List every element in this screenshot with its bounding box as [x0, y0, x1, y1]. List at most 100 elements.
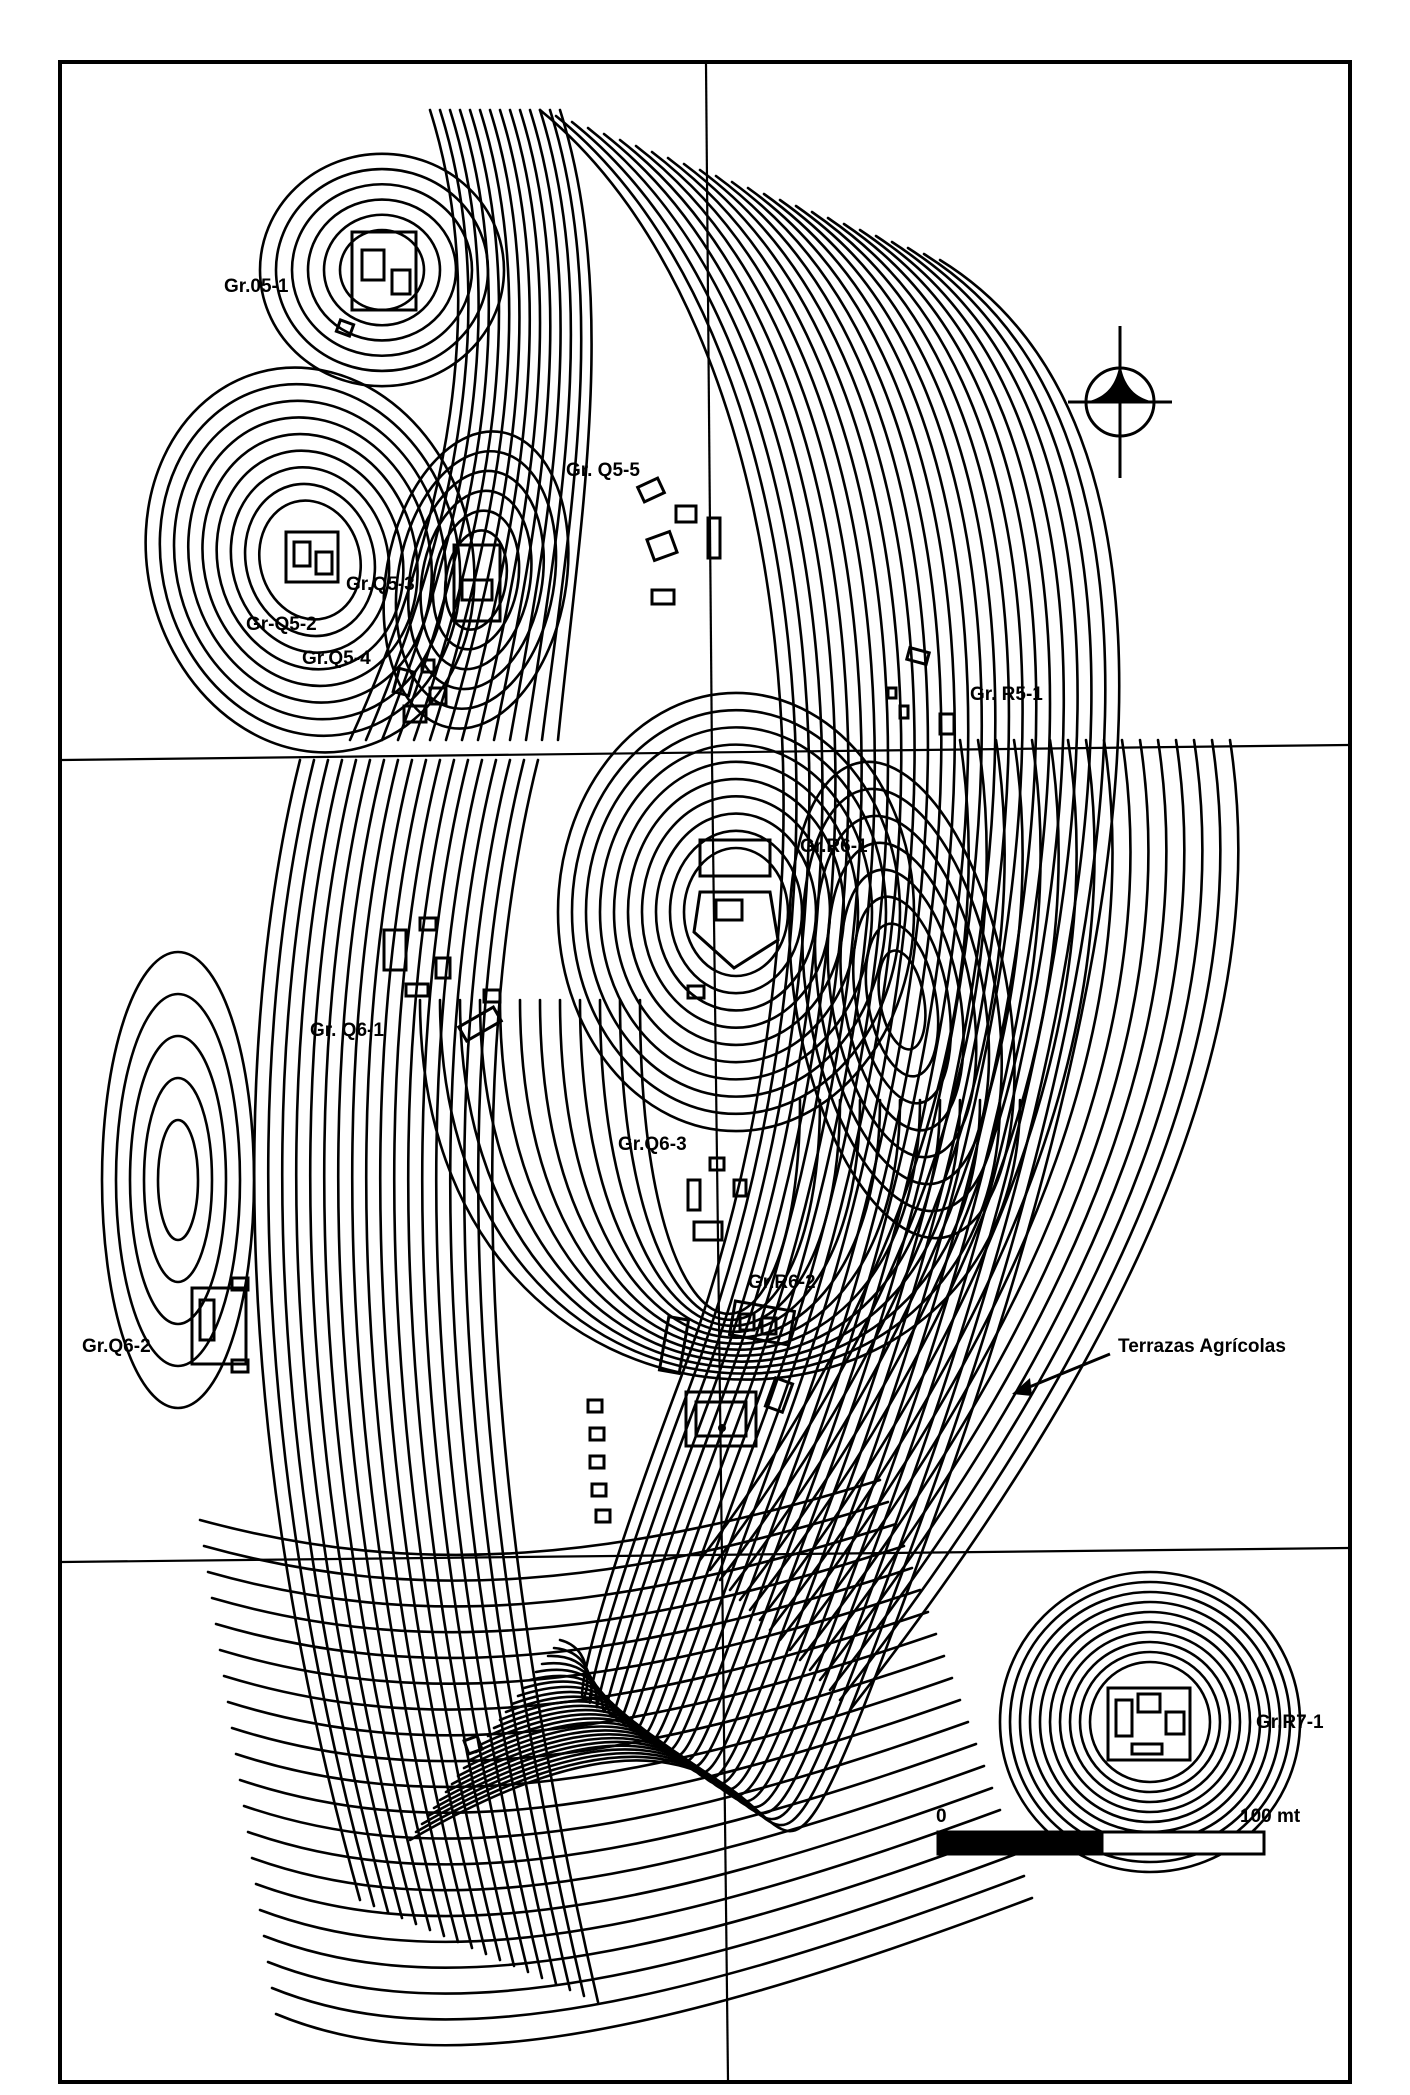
contour-south-fan-11 [242, 1720, 970, 1840]
contour-terrace-band-13 [828, 738, 1204, 1692]
structure-gr-05-1 [334, 230, 418, 338]
contour-north-slope-9 [492, 108, 552, 742]
label-gr-q5-2: Gr-Q5-2 [246, 614, 317, 635]
contour-south-fan-16 [262, 1830, 1010, 1969]
contour-west-slope-10 [392, 758, 502, 1962]
scale-bar-end-label: 100 mt [1240, 1806, 1301, 1827]
contour-05-1-ring-1 [322, 213, 442, 327]
contour-q5-2-ring-4 [201, 432, 419, 688]
contour-terrace-band-8 [778, 738, 1114, 1642]
structure-gr-q6-1 [382, 916, 504, 1043]
scale-bar-start-label: 0 [936, 1806, 947, 1827]
contour-north-slope-8 [476, 108, 542, 742]
label-terrazas-agricolas: Terrazas Agrícolas [1118, 1336, 1286, 1357]
contour-terrace-band-6 [758, 738, 1078, 1622]
contour-west-slope-11 [406, 758, 516, 1968]
contour-east-slope-1 [552, 114, 798, 1704]
contour-west-slope-15 [462, 758, 572, 1992]
grid-line-vertical-middle [710, 759, 724, 1561]
contour-south-fan-4 [214, 1566, 914, 1660]
contour-central-u-1 [618, 998, 822, 1321]
contour-east-knoll-ring-5 [813, 814, 991, 1186]
contour-north-slope-4 [412, 108, 501, 742]
structures [190, 230, 1192, 1762]
contour-south-fan-10 [238, 1698, 962, 1815]
contour-south-fan-15 [258, 1808, 1002, 1944]
contour-terrace-band-14 [838, 738, 1222, 1702]
contour-q5-3-ring-2 [419, 489, 533, 671]
structure-gr-r7-1 [1106, 1686, 1192, 1762]
contour-west-slope-14 [448, 758, 558, 1986]
terraces-arrow [1012, 1352, 1111, 1396]
contour-north-slope-6 [444, 108, 521, 742]
structure-gr-q5-4 [391, 658, 448, 724]
contour-south-fan-1 [202, 1500, 890, 1582]
contour-central-u-3 [578, 998, 862, 1333]
label-gr-q5-3: Gr.Q5-3 [346, 574, 415, 595]
contour-south-fan-2 [206, 1522, 898, 1608]
contour-r6-1-ring-0 [682, 846, 790, 978]
contour-lines [100, 108, 1302, 2047]
structure-gr-q5-2 [284, 530, 340, 584]
contour-south-fan-9 [234, 1676, 954, 1789]
grid-line-vertical-upper [704, 63, 714, 761]
contour-north-slope-11 [524, 108, 573, 742]
contour-west-slope-17 [490, 758, 600, 2004]
contour-north-slope-2 [380, 108, 480, 742]
grid-line-vertical-lower [720, 1559, 730, 2081]
contour-terrace-band-2 [718, 738, 1006, 1582]
grid-line-horizontal-upper [61, 743, 1349, 762]
contour-north-slope-1 [364, 108, 470, 742]
contour-south-fan-19 [274, 1896, 1034, 2047]
contour-north-slope-7 [460, 108, 532, 742]
contour-north-slope-10 [508, 108, 562, 742]
label-gr-q5-4: Gr.Q5-4 [302, 648, 371, 669]
north-arrow-icon [1068, 326, 1172, 478]
contour-east-knoll-ring-0 [877, 949, 927, 1051]
contour-central-u-6 [518, 998, 922, 1351]
contour-central-u-4 [558, 998, 882, 1339]
contour-north-slope-12 [540, 108, 583, 742]
structure-gr-r5-1 [886, 645, 956, 736]
contour-q5-3-ring-4 [394, 449, 558, 711]
contour-q5-2-ring-0 [257, 499, 363, 621]
structure-terraces [586, 1398, 612, 1524]
contour-terrace-band-0 [698, 738, 970, 1562]
contour-q5-3-ring-3 [406, 469, 546, 691]
contour-r6-1-ring-8 [570, 708, 902, 1116]
contour-05-1-ring-0 [338, 228, 426, 312]
contour-east-slope-19 [444, 222, 1038, 1797]
contour-r7-1-ring-3 [1058, 1630, 1242, 1814]
contour-south-fan-12 [246, 1742, 978, 1866]
contour-west-slope-0 [252, 758, 362, 1902]
contour-terrace-band-10 [798, 738, 1150, 1662]
structure-gr-r6-2 [657, 1299, 797, 1448]
label-gr-q6-3: Gr.Q6-3 [618, 1134, 687, 1155]
contour-r6-1-ring-6 [598, 743, 874, 1081]
contour-q5-2-ring-1 [243, 482, 377, 638]
contour-south-fan-14 [254, 1786, 994, 1918]
contour-south-fan-0 [198, 1478, 882, 1557]
contour-east-slope-17 [456, 210, 1011, 1786]
contour-terrace-band-11 [808, 738, 1168, 1672]
contour-north-slope-13 [556, 108, 593, 742]
scale-bar-white-segment [1100, 1830, 1266, 1856]
contour-r7-1-ring-9 [998, 1570, 1302, 1874]
structure-gr-q5-5 [635, 476, 722, 606]
contour-west-slope-4 [308, 758, 418, 1926]
contour-05-1-ring-5 [258, 152, 506, 388]
contour-central-u-7 [498, 998, 942, 1357]
contour-west-slope-5 [322, 758, 432, 1932]
contour-central-u-11 [418, 998, 1022, 1381]
contour-q5-2-ring-8 [144, 366, 476, 754]
contour-west-slope-9 [378, 758, 488, 1956]
contour-north-slope-3 [396, 108, 491, 742]
contour-terrace-band-4 [738, 738, 1042, 1602]
contour-south-fan-18 [270, 1874, 1026, 2021]
label-gr-r5-1: Gr. R5-1 [970, 684, 1043, 705]
contour-r6-1-ring-5 [612, 760, 860, 1064]
contour-terrace-band-3 [728, 738, 1024, 1592]
contour-west-slope-3 [294, 758, 404, 1920]
contour-south-fan-8 [230, 1654, 946, 1763]
